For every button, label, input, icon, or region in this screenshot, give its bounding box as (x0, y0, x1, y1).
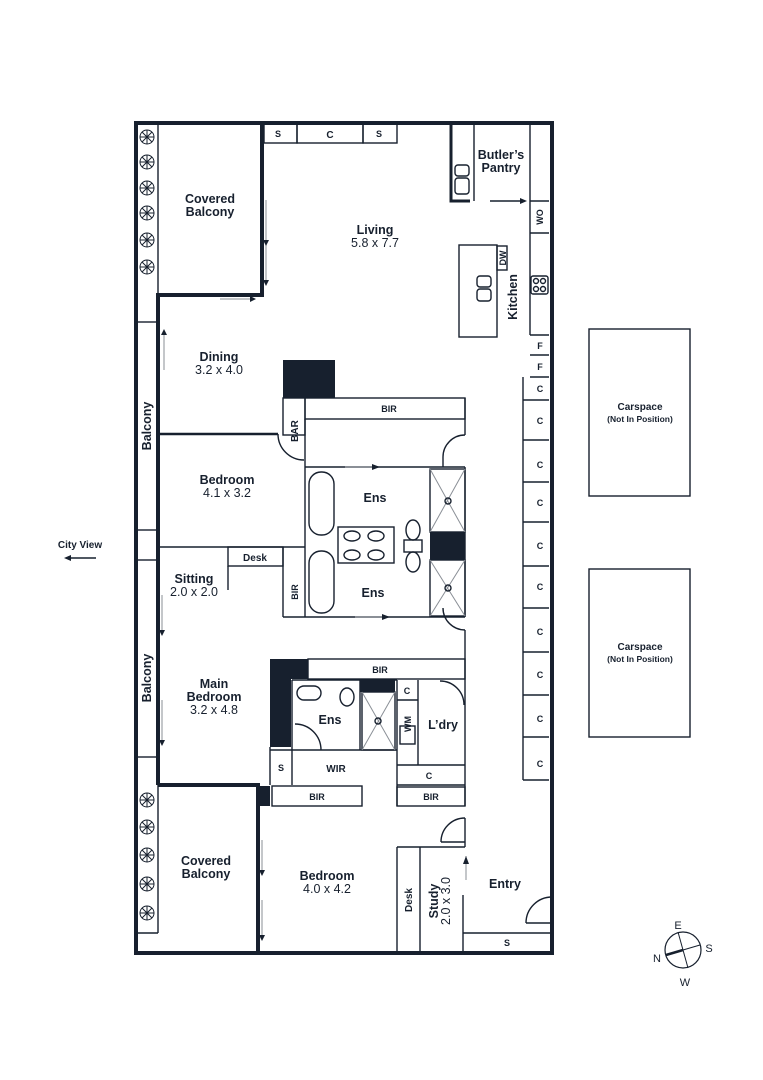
cupboard-label: C (537, 759, 544, 769)
covered-balcony-label-2: Balcony (186, 205, 235, 219)
ensuite-label: Ens (364, 491, 387, 505)
cupboard-label: C (426, 771, 433, 781)
shelf-label: S (275, 129, 281, 139)
sitting-label: Sitting (175, 572, 214, 586)
bedroom-label: Bedroom (200, 473, 255, 487)
bir-label: BIR (290, 584, 300, 600)
dishwasher-label: DW (498, 250, 508, 265)
cupboard-label: C (537, 498, 544, 508)
fixture-labels: S C S WO DW F F C C C C C C C C C C BAR … (243, 129, 545, 948)
planter-icons (139, 129, 155, 921)
cupboard-label: C (537, 627, 544, 637)
room-labels: Covered Balcony Living 5.8 x 7.7 Butler’… (140, 148, 524, 925)
arrow-left-icon (64, 555, 71, 561)
bedroom-dims: 4.1 x 3.2 (203, 486, 251, 500)
carspace-note: (Not In Position) (607, 654, 673, 664)
cupboard-label: C (537, 670, 544, 680)
ensuite-label: Ens (362, 586, 385, 600)
cupboard-label: C (537, 416, 544, 426)
compass-north: N (653, 953, 661, 965)
walls (134, 121, 554, 955)
butlers-pantry-label-2: Pantry (482, 161, 521, 175)
compass-west: W (680, 977, 691, 989)
bir-label: BIR (372, 665, 388, 675)
bedroom-dims: 4.0 x 4.2 (303, 882, 351, 896)
butlers-pantry-label: Butler’s (478, 148, 525, 162)
bir-label: BIR (381, 404, 397, 414)
cupboard-label: C (404, 686, 411, 696)
main-bedroom-label-2: Bedroom (187, 690, 242, 704)
carspace-1: Carspace (Not In Position) (588, 328, 691, 497)
carspace-note: (Not In Position) (607, 414, 673, 424)
main-bedroom-label: Main (200, 677, 228, 691)
covered-balcony-label-2: Balcony (182, 867, 231, 881)
desk-label: Desk (404, 888, 415, 912)
bar-label: BAR (290, 419, 301, 441)
carspace-2: Carspace (Not In Position) (588, 568, 691, 738)
living-label: Living (357, 223, 394, 237)
washing-machine-label: WM (403, 716, 413, 732)
cupboard-label: C (537, 384, 544, 394)
study-label: Study (427, 884, 441, 919)
desk-label: Desk (243, 553, 267, 564)
city-view-indicator: City View (58, 540, 102, 561)
laundry-label: L’dry (428, 718, 458, 732)
fridge-label: F (537, 362, 543, 372)
cupboard-label: C (326, 130, 333, 141)
wir-label: WIR (326, 764, 346, 775)
study-dims: 2.0 x 3.0 (439, 877, 453, 925)
compass-icon: E S N W (653, 920, 713, 989)
kitchen-label: Kitchen (506, 274, 520, 320)
bir-label: BIR (309, 792, 325, 802)
cupboard-label: C (537, 460, 544, 470)
bir-label: BIR (423, 792, 439, 802)
cupboard-label: C (537, 714, 544, 724)
balcony-label: Balcony (140, 402, 154, 451)
cupboard-label: C (537, 582, 544, 592)
cooktop-icon (530, 275, 549, 295)
shelf-label: S (376, 129, 382, 139)
covered-balcony-label: Covered (185, 192, 235, 206)
bedroom-label: Bedroom (300, 869, 355, 883)
entry-label: Entry (489, 877, 521, 891)
living-dims: 5.8 x 7.7 (351, 236, 399, 250)
cupboard-label: C (537, 541, 544, 551)
compass-east: E (674, 920, 681, 932)
dining-dims: 3.2 x 4.0 (195, 363, 243, 377)
shelf-label: S (504, 938, 510, 948)
dining-label: Dining (200, 350, 239, 364)
covered-balcony-label: Covered (181, 854, 231, 868)
fridge-label: F (537, 341, 543, 351)
balcony-label: Balcony (140, 654, 154, 703)
wall-oven-label: WO (535, 209, 545, 225)
sitting-dims: 2.0 x 2.0 (170, 585, 218, 599)
ensuite-label: Ens (319, 713, 342, 727)
carspace-label: Carspace (617, 642, 662, 653)
city-view-label: City View (58, 540, 102, 551)
main-bedroom-dims: 3.2 x 4.8 (190, 703, 238, 717)
compass-south: S (705, 943, 712, 955)
carspace-label: Carspace (617, 402, 662, 413)
shelf-label: S (278, 763, 284, 773)
